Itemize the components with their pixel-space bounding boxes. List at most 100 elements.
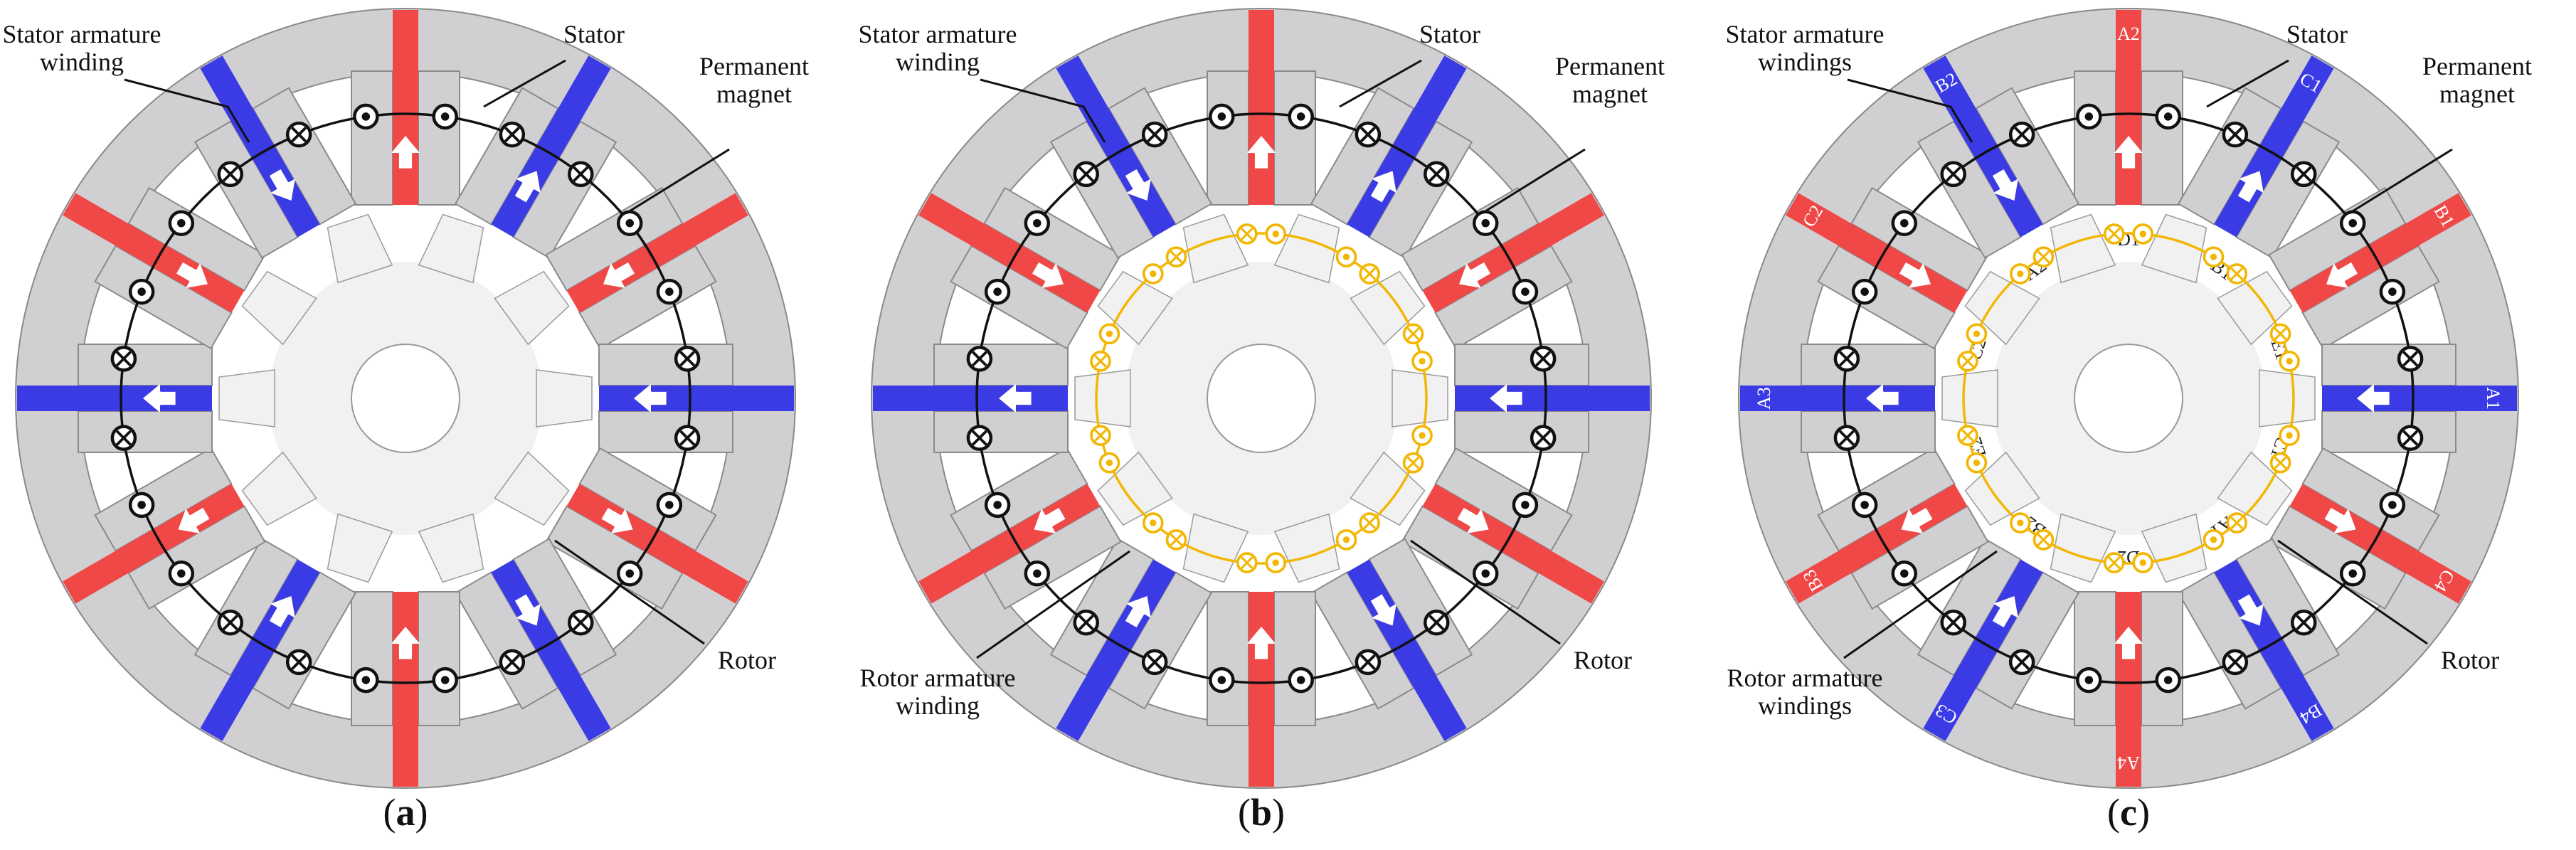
arrow-down-icon [603, 262, 635, 288]
rotor-conductor-cross [2226, 263, 2248, 285]
leader-line [1410, 539, 1561, 645]
stator-tooth [1454, 344, 1589, 386]
stator-conductor-dot [2155, 666, 2181, 694]
rotor-conductor-dot [1098, 452, 1120, 474]
stator-tooth [78, 344, 213, 386]
stator-tooth [351, 70, 393, 206]
rotor-conductor-cross [2269, 452, 2291, 474]
stator-conductor-cross [1424, 609, 1450, 636]
stator-conductor-dot [353, 666, 379, 694]
rotor-tooth [1074, 369, 1131, 427]
stator-module: B2 [1917, 55, 2080, 259]
label-stator: Stator [1419, 20, 1480, 48]
stator-armature-winding [966, 103, 1557, 694]
rotor-armature-winding [1090, 223, 1433, 573]
panel-caption: (c) [2107, 791, 2150, 834]
stator-tooth [1801, 410, 1936, 453]
stator-tooth [78, 410, 213, 453]
permanent-magnet-blue [1455, 386, 1650, 411]
stator-conductor-cross [1833, 346, 1860, 372]
stator-module: B4 [2177, 538, 2341, 741]
rotor-conductor-cross [2032, 529, 2055, 551]
rotor-conductor-cross [1090, 350, 1111, 372]
arrow-down-icon [269, 595, 295, 628]
stator-tooth [933, 410, 1069, 453]
stator-tooth [1801, 344, 1936, 386]
stator-conductor-cross [110, 346, 137, 372]
rotor-conductor-cross [1402, 452, 1424, 474]
rotor-conductor-cross [1165, 246, 1187, 267]
leader-line [2348, 148, 2453, 215]
arrow-down-icon [1490, 384, 1522, 413]
rotor-tooth [1350, 270, 1426, 346]
rotor-tooth [1941, 369, 1998, 427]
stator-conductor-dot [1024, 210, 1051, 236]
arrow-down-icon [2114, 627, 2143, 659]
stator-conductor-dot [1512, 492, 1539, 519]
arrow-down-icon [176, 262, 208, 288]
rotor-conductor-cross [1359, 263, 1381, 285]
stator-conductor-cross [966, 425, 993, 451]
stator-conductor-dot [2339, 561, 2366, 587]
label-rotor: Rotor [1574, 646, 1632, 674]
rotor-conductor-dot [2009, 263, 2031, 285]
arrow-down-icon [1247, 627, 1276, 659]
rotor-tooth [1097, 451, 1173, 526]
pm-phase-tag: A1 [2483, 387, 2503, 410]
rotor-tooth [2259, 369, 2316, 427]
stator-module [1401, 447, 1604, 610]
arrow-down-icon [391, 627, 420, 659]
stator-module [1401, 186, 1604, 350]
stator-conductor-cross [285, 649, 312, 676]
arrow-up-icon [1370, 594, 1396, 626]
arrow-up-icon [1370, 171, 1396, 203]
rotor-winding-ring [1962, 232, 2295, 565]
stator-conductor-cross [1073, 609, 1099, 636]
stator-conductor-cross [2008, 649, 2035, 676]
stator-conductor-dot [1024, 561, 1051, 587]
stator-conductor-dot [432, 666, 458, 694]
stator-module [1310, 538, 1473, 741]
stator-module [63, 447, 266, 610]
stator-tooth [2141, 70, 2183, 206]
rotor-conductor-cross [1359, 512, 1381, 533]
stator-module: C3 [1917, 538, 2080, 741]
rotor-tooth [1273, 513, 1340, 583]
rotor-tooth [1182, 513, 1249, 583]
stator-conductor-cross [1530, 346, 1557, 372]
stator-module: C2 [1786, 186, 1989, 350]
arrow-up-icon [514, 171, 541, 203]
arrow-up-icon [2237, 594, 2264, 626]
stator-conductor-dot [1288, 666, 1314, 694]
permanent-magnet-red [1249, 592, 1274, 787]
stator-conductor-dot [2339, 210, 2366, 236]
stator-winding-ring [1843, 112, 2415, 684]
rotor-conductor-cross [1165, 529, 1187, 551]
stator-conductor-dot [128, 278, 155, 305]
stator-module [63, 186, 266, 350]
arrow-up-icon [601, 507, 633, 533]
rotor-tooth [2217, 451, 2293, 526]
leader-line [483, 59, 566, 108]
rotor-conductor-cross [1957, 350, 1978, 372]
stator-conductor-cross [499, 121, 526, 148]
arrow-down-icon [269, 169, 295, 201]
stator-conductor-dot [1209, 666, 1235, 694]
rotor-conductor-dot [1265, 223, 1287, 245]
permanent-magnet-red [2116, 592, 2141, 787]
stator-conductor-cross [568, 161, 594, 188]
stator-module: C1 [2177, 55, 2341, 259]
stator-conductor-dot [168, 561, 195, 587]
rotor-conductor-dot [2132, 552, 2154, 573]
leader-line [1843, 550, 1998, 659]
rotor-tooth [494, 270, 570, 346]
stator-conductor-cross [674, 346, 701, 372]
stator-tooth [2074, 70, 2116, 206]
stator-conductor-cross [1530, 425, 1557, 451]
rotor-tooth [1964, 270, 2040, 346]
stator-conductor-cross [2397, 346, 2424, 372]
rotor-tooth [1273, 213, 1340, 284]
stator-module: C4 [2268, 447, 2471, 610]
